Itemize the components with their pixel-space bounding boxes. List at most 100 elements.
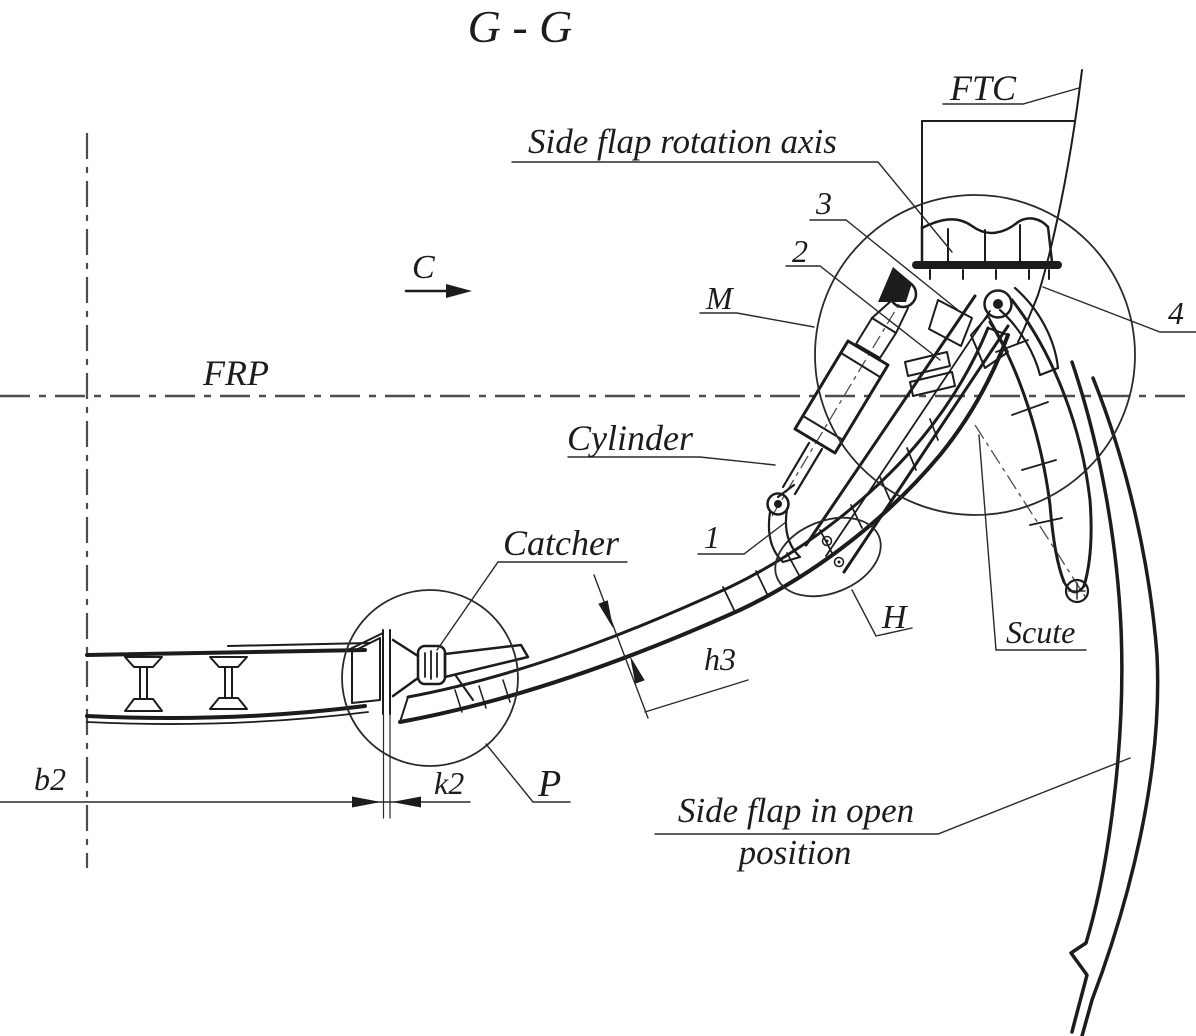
flap-inner-skin	[406, 326, 990, 699]
rib-flange	[124, 656, 163, 668]
bottom-skin-inner-line	[86, 711, 369, 725]
top-plate-line	[227, 642, 371, 647]
flap-outer-skin	[398, 333, 1010, 724]
fitting-ribs	[947, 224, 1021, 262]
end-plate	[382, 629, 391, 715]
catcher-bushing-ribs	[424, 650, 438, 680]
open-position-leader	[654, 757, 1131, 835]
link-part3	[928, 299, 973, 347]
scute-pivot-cross	[1068, 582, 1086, 600]
flap-rib-line	[722, 418, 939, 613]
cylinder-body	[793, 339, 890, 455]
ftc-leader	[942, 87, 1080, 105]
scute-cell-line	[995, 339, 1063, 526]
part3-leader	[809, 219, 959, 311]
hinge-bolt	[833, 556, 845, 568]
h3-leader-line	[644, 679, 749, 713]
label-m: M	[705, 280, 735, 316]
open-flap-outer-skin	[1080, 376, 1160, 1036]
label-part3: 3	[815, 185, 832, 221]
pivot-pin	[993, 299, 1003, 309]
pivot-pin	[898, 289, 908, 299]
label-p: P	[537, 763, 561, 805]
label-scute: Scute	[1006, 614, 1075, 650]
rib-flange	[209, 697, 248, 710]
label-catcher: Catcher	[503, 523, 620, 563]
rib-web	[224, 666, 233, 699]
h3-arrowhead	[598, 600, 613, 628]
cylinder-leader	[567, 456, 776, 466]
fitting-ticks	[929, 269, 1050, 280]
flap-end-cap	[399, 327, 1009, 723]
fitting-sides	[920, 224, 1054, 264]
top-skin-line	[85, 648, 367, 657]
hinge-bolt	[821, 535, 833, 547]
label-part1: 1	[704, 519, 720, 555]
label-view-c: C	[412, 249, 435, 286]
scute-outer-edge	[1010, 298, 1093, 588]
side-flap-open	[1069, 360, 1160, 1036]
end-bracket	[347, 632, 384, 651]
catcher-leader	[436, 561, 628, 651]
datum-lines	[0, 133, 1190, 868]
label-open-position-line1: Side flap in open	[678, 791, 914, 830]
hinge-bolt-pin	[825, 539, 829, 543]
rod-end-bracket	[767, 507, 802, 564]
rib-web	[139, 666, 148, 700]
rotation-pivot-left	[888, 279, 918, 309]
cylinder-axis-line	[771, 285, 911, 517]
link-part2	[909, 371, 956, 397]
labels: G - G FTC Side flap rotation axis 3 2 C …	[34, 1, 1184, 872]
catcher-assembly	[391, 638, 530, 713]
catcher-strut	[455, 675, 474, 701]
h-leader	[851, 589, 913, 637]
cylinder-upper-clevis	[871, 300, 909, 334]
h3-dimension-line	[593, 574, 649, 719]
p-leader	[485, 743, 571, 803]
part2-leader	[785, 265, 941, 361]
scute-axis-line	[974, 424, 1089, 602]
detail-marks	[341, 194, 1136, 767]
extension-lines	[382, 713, 391, 819]
part1-leader	[697, 521, 787, 555]
label-part4: 4	[1168, 295, 1184, 331]
catcher-cone	[391, 638, 420, 698]
k2-arrowhead	[392, 796, 421, 808]
piston-rod	[776, 441, 824, 499]
view-c-arrowhead	[446, 284, 472, 298]
rod-end-pin	[774, 500, 782, 508]
rib-flange	[209, 656, 248, 668]
open-flap-inner-skin	[1069, 360, 1124, 1034]
fitting-scalloped-top	[920, 217, 1050, 235]
label-part2: 2	[792, 233, 808, 269]
label-open-position-line2: position	[736, 833, 852, 872]
rotation-axis-leader	[511, 161, 953, 253]
m-leader	[699, 312, 815, 328]
end-bracket-body	[351, 637, 381, 704]
label-h: H	[881, 599, 909, 636]
label-h3: h3	[704, 641, 736, 677]
k2-arrowhead	[352, 796, 381, 808]
side-flap-closed	[398, 326, 1010, 724]
label-frp: FRP	[202, 353, 269, 393]
leader-lines	[436, 87, 1196, 835]
rotation-pivot-right	[983, 289, 1013, 319]
detail-circle-p	[341, 589, 519, 767]
dimensions	[0, 284, 749, 819]
scute-leader	[978, 434, 1087, 651]
scute-bottom-cap	[1062, 580, 1086, 594]
rod-end-eye	[766, 492, 790, 516]
label-cylinder: Cylinder	[567, 418, 694, 458]
label-b2: b2	[34, 761, 66, 797]
detail-ellipse-h	[774, 516, 882, 598]
label-k2: k2	[434, 765, 464, 801]
part4-leader	[1042, 286, 1196, 333]
rib-flange	[124, 698, 163, 712]
scute-pivot	[1064, 578, 1090, 604]
drawing-title: G - G	[468, 1, 573, 52]
h3-arrowhead	[630, 656, 645, 684]
cylinder-neck	[855, 317, 897, 359]
label-ftc: FTC	[949, 68, 1017, 108]
